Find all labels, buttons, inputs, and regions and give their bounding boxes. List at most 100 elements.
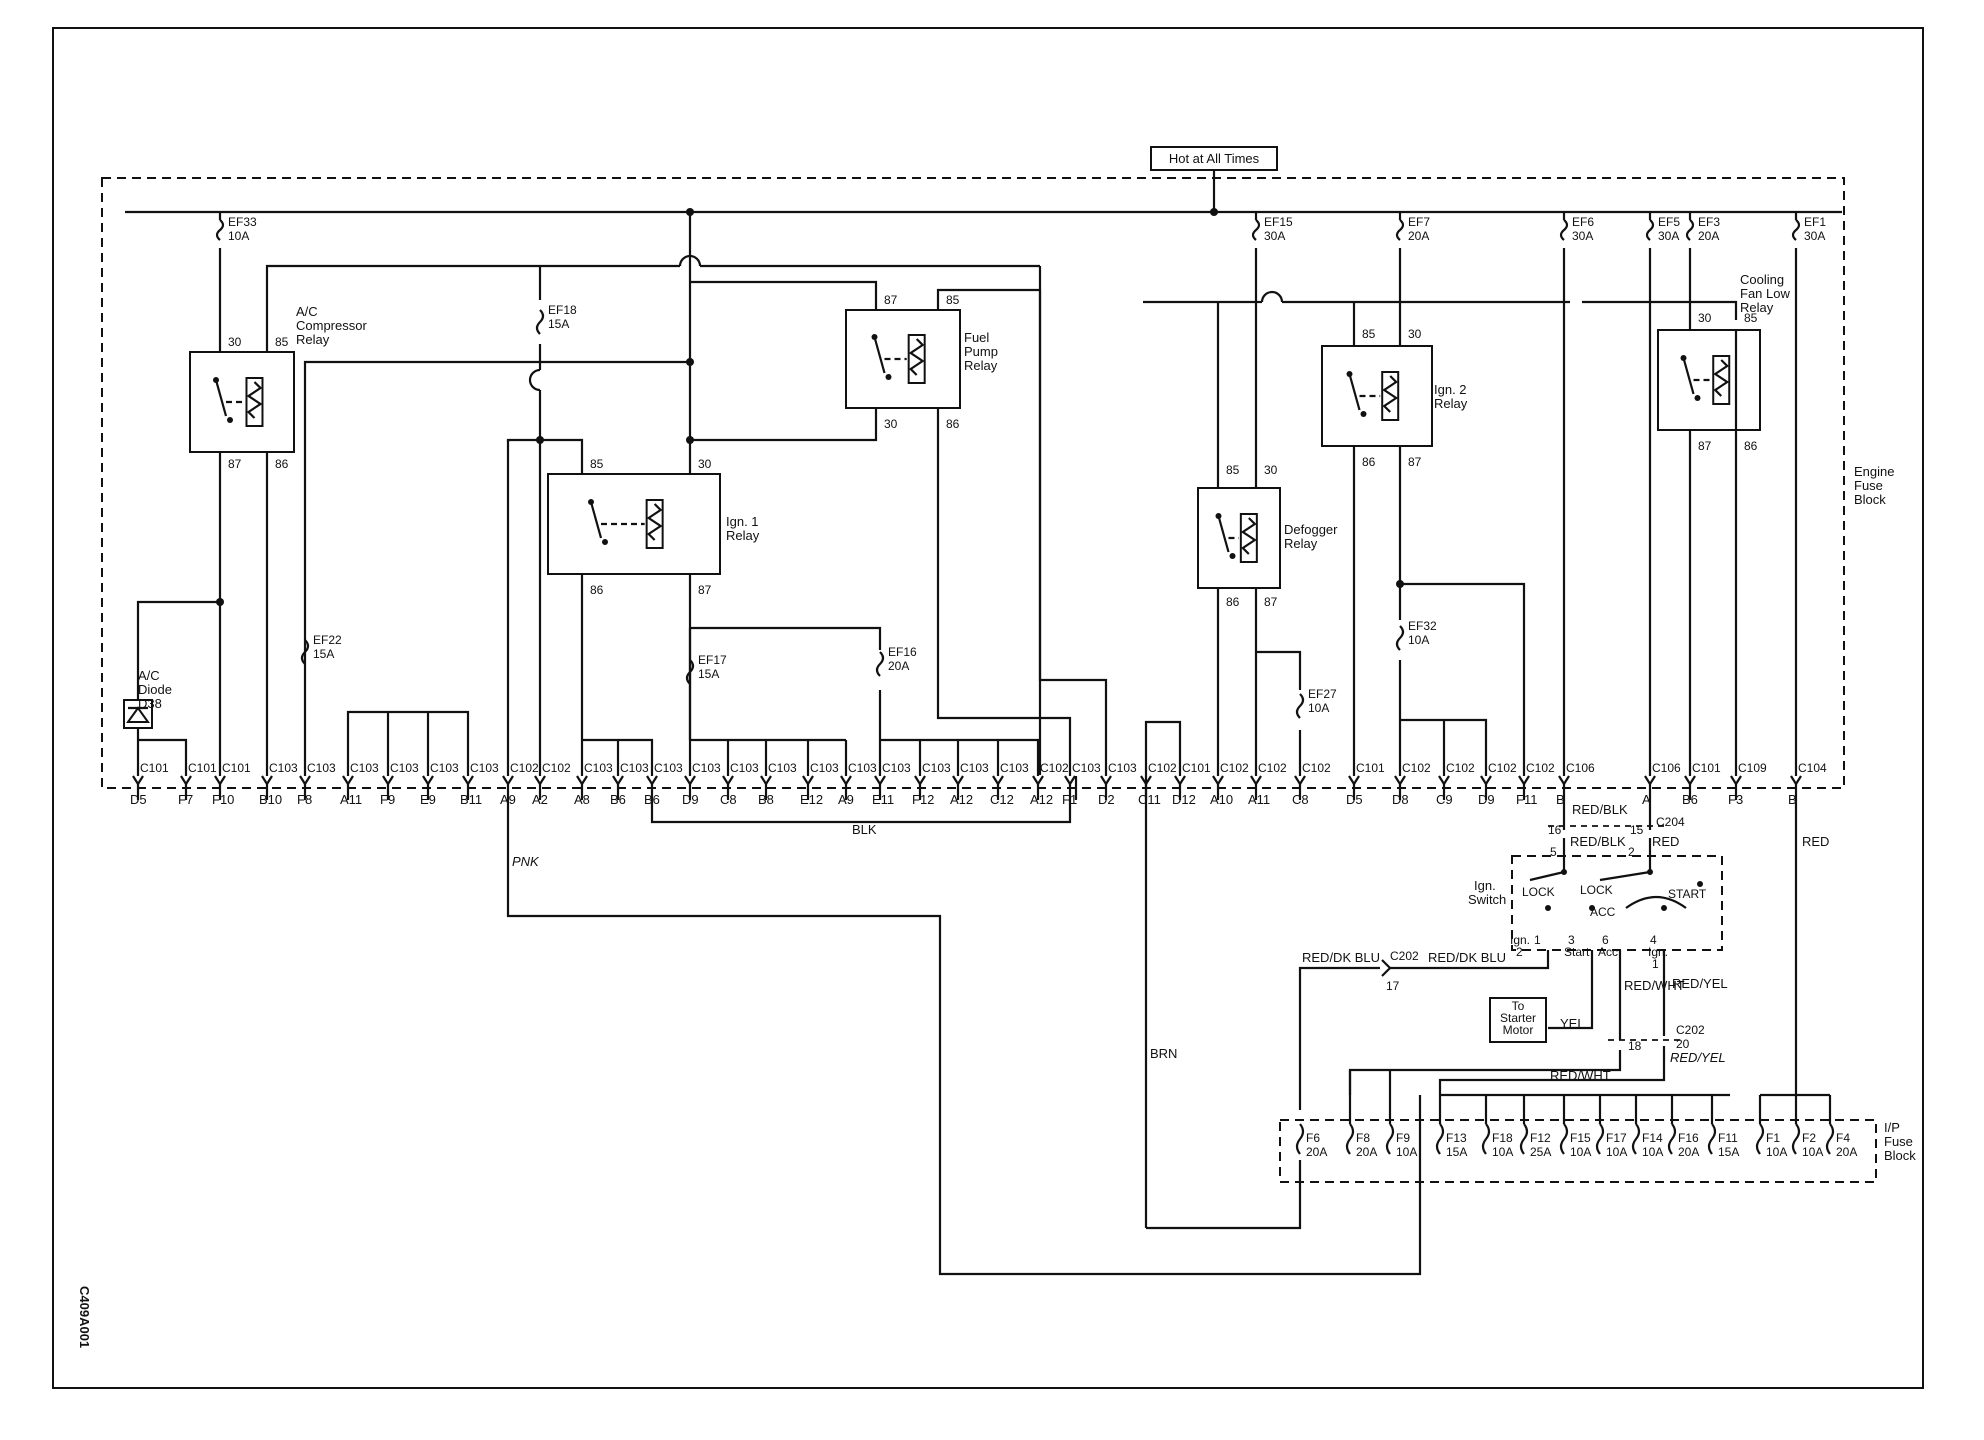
fuse-rating: 20A <box>888 659 909 673</box>
relay-pin: 86 <box>1362 455 1376 469</box>
connector-id: C102 <box>1488 761 1517 775</box>
fuse-rating: 20A <box>1408 229 1429 243</box>
connector-id: C102 <box>1402 761 1431 775</box>
relay-coil <box>645 499 664 549</box>
connector-pin: A8 <box>574 792 590 807</box>
ip-fuses: F620AF820AF910AF1315AF1810AF1225AF1510AF… <box>1295 1070 1857 1159</box>
lock-label-2: LOCK <box>1580 883 1613 897</box>
relay-contact <box>588 499 594 505</box>
relay-pin: 87 <box>698 583 712 597</box>
relay-pin: 30 <box>884 417 898 431</box>
connector-pin: C11 <box>1138 792 1161 807</box>
relay-switch <box>1217 515 1230 553</box>
connector-id: C103 <box>922 761 951 775</box>
relay-label-line: Cooling <box>1740 272 1784 287</box>
top-fuses: EF3310AEF1530AEF720AEF630AEF530AEF320AEF… <box>215 212 1826 719</box>
pin-16: 16 <box>1548 823 1562 837</box>
relay-box <box>1657 329 1761 431</box>
connector-id: C101 <box>1692 761 1721 775</box>
pin-20: 20 <box>1676 1037 1690 1051</box>
start-label: START <box>1668 887 1707 901</box>
relay-switch <box>1348 373 1361 411</box>
relay-pin: 30 <box>228 335 242 349</box>
connector-pin: C12 <box>990 792 1014 807</box>
ip-fuse-symbol <box>1435 1123 1445 1155</box>
relay-contact <box>213 377 219 383</box>
connector-symbol <box>1730 775 1742 787</box>
starter-l2: Starter <box>1500 1011 1536 1025</box>
c202-label-2: C202 <box>1676 1023 1705 1037</box>
ip-fuse-rating: 20A <box>1678 1145 1699 1159</box>
connector-id: C102 <box>1446 761 1475 775</box>
connector-symbol <box>534 775 546 787</box>
term-ign1-l1: Ign. <box>1648 945 1668 959</box>
connector-pin: D9 <box>1478 792 1495 807</box>
relay-contact <box>1346 371 1353 377</box>
connector-row: C101D5C101F7C101F10C103B10C103F8C103A11C… <box>130 761 1827 807</box>
ip-fuse-rating: 20A <box>1836 1145 1857 1159</box>
wire-red-ign: RED <box>1652 834 1679 849</box>
fuse-rating: 10A <box>1308 701 1329 715</box>
connector-c202-17: C202 17 <box>1381 949 1419 993</box>
fuse-rating: 10A <box>1408 633 1429 647</box>
diagram-id: C409A001 <box>77 1286 92 1348</box>
ip-fuse-id: F1 <box>1766 1131 1780 1145</box>
connector-pin: F3 <box>1728 792 1743 807</box>
relay-box <box>1321 345 1433 447</box>
relay-pin: 86 <box>946 417 960 431</box>
ip-fuse-id: F11 <box>1718 1131 1738 1145</box>
ip-fuse-id: F4 <box>1836 1131 1850 1145</box>
connector-id: C103 <box>960 761 989 775</box>
fuse-rating: 20A <box>1698 229 1719 243</box>
lock-label-1: LOCK <box>1522 885 1555 899</box>
connector-id: C103 <box>1108 761 1137 775</box>
connector-pin: B6 <box>644 792 660 807</box>
connector-pin: A10 <box>1210 792 1233 807</box>
ip-fuse-id: F2 <box>1802 1131 1816 1145</box>
connector-id: C101 <box>1182 761 1211 775</box>
connector-pin: F9 <box>380 792 395 807</box>
fuse-id: EF7 <box>1408 215 1430 229</box>
diagram-frame <box>52 27 1924 1389</box>
engine-fuse-label-1: Engine <box>1854 464 1894 479</box>
fuse-rating: 15A <box>313 647 334 661</box>
relay-pin: 30 <box>1698 311 1712 325</box>
connector-pin: F10 <box>212 792 234 807</box>
ip-fuse-rating: 20A <box>1306 1145 1327 1159</box>
relay-pin: 85 <box>1226 463 1240 477</box>
ip-fuse-rating: 15A <box>1718 1145 1739 1159</box>
pin-1: 1 <box>1534 933 1541 947</box>
connector-id: C101 <box>140 761 169 775</box>
connector-id: C103 <box>810 761 839 775</box>
relay-contact <box>1215 513 1222 519</box>
c202-label-1: C202 <box>1390 949 1419 963</box>
relay-coil-zigzag <box>908 338 925 376</box>
relay-pin: 87 <box>1264 595 1278 609</box>
ip-fuse-symbol <box>1595 1123 1605 1155</box>
connector-pin: D12 <box>1172 792 1196 807</box>
connector-c204: C204 16 15 RED/BLK RED 5 2 <box>1548 815 1685 859</box>
ip-fuse-rating: 25A <box>1530 1145 1551 1159</box>
ip-fuse-symbol <box>1345 1123 1355 1155</box>
connector-symbol <box>299 775 311 787</box>
relay-pin: 85 <box>946 293 960 307</box>
term-ign2-l1: Ign. <box>1510 933 1530 947</box>
relay-label-line: Pump <box>964 344 998 359</box>
connector-id: C103 <box>730 761 759 775</box>
fuse-symbol <box>1645 219 1655 241</box>
fuse-rating: 30A <box>1264 229 1285 243</box>
relay-pin: 30 <box>1408 327 1422 341</box>
wire-red-c104: RED <box>1802 834 1829 849</box>
wire-brn: BRN <box>1150 1046 1177 1061</box>
